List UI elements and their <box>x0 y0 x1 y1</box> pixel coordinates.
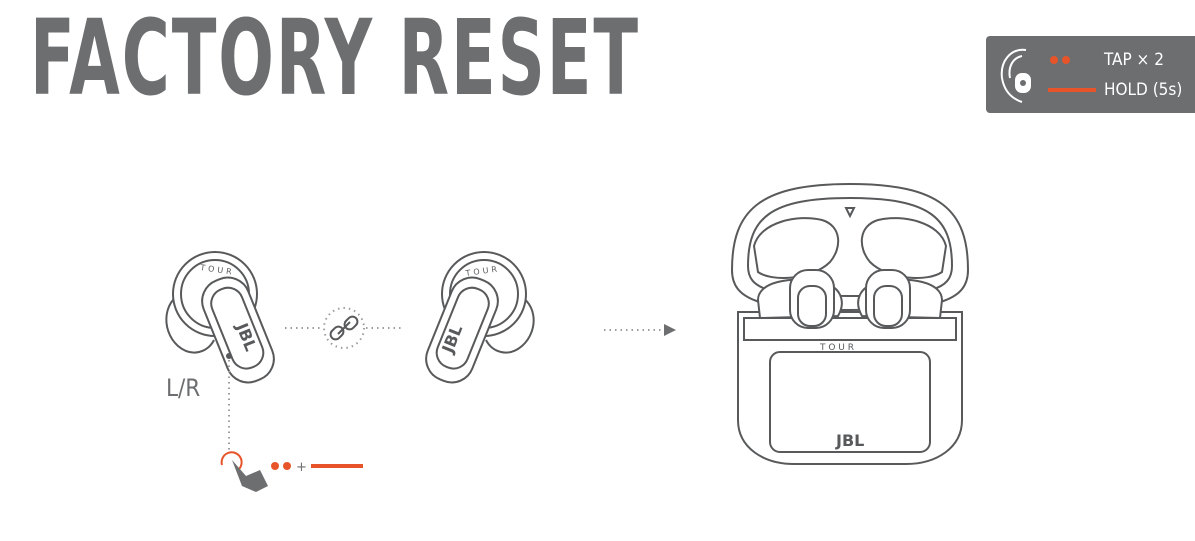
gesture-legend: TAP × 2 HOLD (5s) <box>986 36 1195 113</box>
earbud-right: JBL TOUR <box>425 251 535 384</box>
arrow-right-icon <box>604 324 676 336</box>
legend-tap-label: TAP × 2 <box>1104 50 1164 70</box>
case-model-label: T O U R <box>819 343 854 353</box>
case-brand-label: JBL <box>835 431 864 450</box>
touch-point-icon <box>226 353 232 359</box>
link-icon <box>323 307 365 349</box>
finger-press-icon <box>220 451 268 492</box>
legend-hold-label: HOLD (5s) <box>1104 80 1183 100</box>
hold-bar-icon <box>1048 88 1096 92</box>
plus-symbol: + <box>296 460 307 475</box>
legend-graphics <box>1000 48 1096 103</box>
earbud-side-label: L/R <box>166 374 201 402</box>
charging-case-icon <box>730 182 970 465</box>
ear-icon <box>1000 48 1031 103</box>
page-title: FACTORY RESET <box>30 0 640 119</box>
earbud-left: JBL TOUR <box>165 251 275 384</box>
press-sequence-icon <box>271 462 363 470</box>
double-tap-icon <box>1050 56 1070 64</box>
